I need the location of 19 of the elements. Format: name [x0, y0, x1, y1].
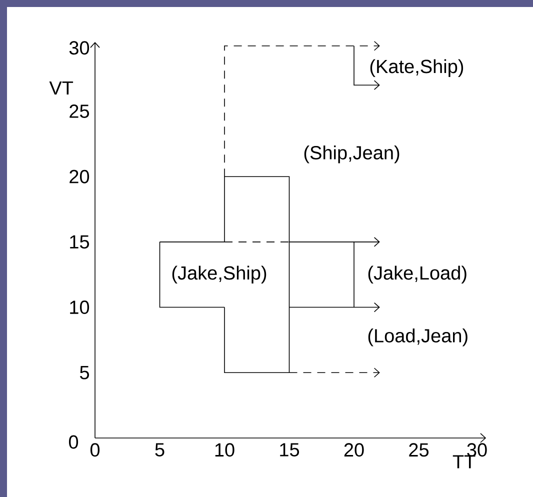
tick-label: 0: [90, 443, 100, 457]
tick-label: 20: [70, 170, 90, 184]
region-label: (Kate,Ship): [368, 58, 466, 78]
region-label: (Jake,Load): [366, 264, 469, 284]
tick-label: 20: [344, 443, 364, 457]
tick-label: 5: [80, 366, 89, 380]
tick-label: 15: [70, 235, 89, 249]
region-label: (Load,Jean): [366, 328, 470, 348]
region-label: (Ship,Jean): [302, 144, 402, 164]
tick-label: 10: [215, 443, 234, 457]
tick-label: 0: [68, 435, 78, 449]
tick-label: 30: [69, 41, 90, 55]
tick-label: 5: [155, 443, 164, 456]
tick-label: 10: [70, 300, 90, 314]
tick-label: 15: [280, 443, 300, 456]
tick-label: 25: [409, 443, 429, 457]
tick-label: 25: [70, 104, 89, 118]
axis-label: VT: [49, 81, 74, 95]
region-label: (Jake,Ship): [170, 264, 268, 284]
